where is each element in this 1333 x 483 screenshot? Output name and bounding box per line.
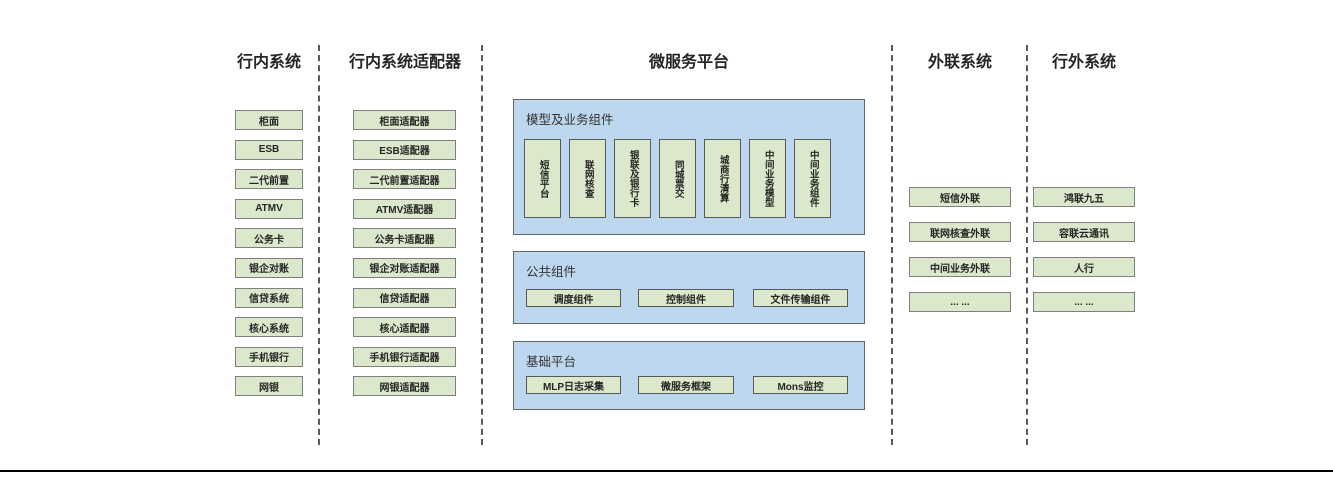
outside-box: ... ... — [1033, 292, 1135, 312]
column-title-microservice-platform: 微服务平台 — [648, 54, 729, 71]
adapter-box: 核心适配器 — [353, 317, 456, 338]
outside-bank-systems-column: 鸿联九五 容联云通讯 人行 ... ... — [1033, 187, 1135, 327]
external-box: 中间业务外联 — [909, 257, 1011, 277]
component-box: 城商行清算 — [704, 139, 741, 218]
adapter-box: 手机银行适配器 — [353, 346, 456, 367]
internal-systems-column: 柜面 ESB 二代前置 ATMV 公务卡 银企对账 信贷系统 核心系统 手机银行… — [235, 110, 303, 406]
bottom-border-line — [0, 470, 1333, 472]
adapter-box: 网银适配器 — [353, 376, 456, 397]
column-divider — [318, 45, 320, 445]
external-box: ... ... — [909, 292, 1011, 312]
component-box: 中间业务组件 — [794, 139, 831, 218]
component-box: 文件传输组件 — [753, 289, 848, 307]
system-box: 信贷系统 — [235, 287, 303, 308]
component-box: 微服务框架 — [638, 376, 734, 394]
component-box: 联网核查 — [569, 139, 606, 218]
outside-box: 容联云通讯 — [1033, 222, 1135, 242]
panel-common-components: 公共组件 调度组件 控制组件 文件传输组件 — [513, 251, 865, 324]
external-box: 短信外联 — [909, 187, 1011, 207]
panel-model-business-components: 模型及业务组件 短信平台 联网核查 银联及银行卡 同城票交 城商行清算 中间业务… — [513, 99, 865, 235]
external-link-systems-column: 短信外联 联网核查外联 中间业务外联 ... ... — [909, 187, 1011, 327]
adapter-box: 二代前置适配器 — [353, 169, 456, 190]
component-box: 短信平台 — [524, 139, 561, 218]
adapter-box: 公务卡适配器 — [353, 228, 456, 249]
adapter-box: 信贷适配器 — [353, 287, 456, 308]
component-box: 调度组件 — [526, 289, 621, 307]
system-box: 柜面 — [235, 110, 303, 130]
component-box: 中间业务模型 — [749, 139, 786, 218]
column-divider — [891, 45, 893, 445]
system-box: ESB — [235, 139, 303, 160]
internal-system-adapters-column: 柜面适配器 ESB适配器 二代前置适配器 ATMV适配器 公务卡适配器 银企对账… — [353, 110, 456, 406]
system-box: 手机银行 — [235, 346, 303, 367]
component-box: Mons监控 — [753, 376, 848, 394]
column-title-outside-bank-systems: 行外系统 — [1051, 54, 1116, 71]
panel-label: 基础平台 — [526, 355, 577, 369]
system-box: 核心系统 — [235, 317, 303, 338]
column-title-internal-systems: 行内系统 — [236, 54, 301, 71]
component-box: 同城票交 — [659, 139, 696, 218]
system-box: 公务卡 — [235, 228, 303, 249]
adapter-box: ATMV适配器 — [353, 198, 456, 219]
column-divider — [1026, 45, 1028, 445]
panel-label: 模型及业务组件 — [526, 113, 614, 127]
panel-label: 公共组件 — [526, 265, 577, 279]
component-box: MLP日志采集 — [526, 376, 621, 394]
adapter-box: ESB适配器 — [353, 139, 456, 160]
adapter-box: 银企对账适配器 — [353, 257, 456, 278]
column-title-internal-system-adapters: 行内系统适配器 — [348, 54, 461, 71]
system-box: 二代前置 — [235, 169, 303, 190]
panel-basic-platform: 基础平台 MLP日志采集 微服务框架 Mons监控 — [513, 341, 865, 410]
system-box: ATMV — [235, 198, 303, 219]
column-divider — [481, 45, 483, 445]
component-box: 银联及银行卡 — [614, 139, 651, 218]
system-box: 银企对账 — [235, 257, 303, 278]
external-box: 联网核查外联 — [909, 222, 1011, 242]
outside-box: 鸿联九五 — [1033, 187, 1135, 207]
column-title-external-link-systems: 外联系统 — [927, 54, 992, 71]
component-box: 控制组件 — [638, 289, 734, 307]
adapter-box: 柜面适配器 — [353, 110, 456, 130]
system-box: 网银 — [235, 376, 303, 397]
vertical-box-row: 短信平台 联网核查 银联及银行卡 同城票交 城商行清算 中间业务模型 中间业务组… — [524, 139, 831, 218]
outside-box: 人行 — [1033, 257, 1135, 277]
